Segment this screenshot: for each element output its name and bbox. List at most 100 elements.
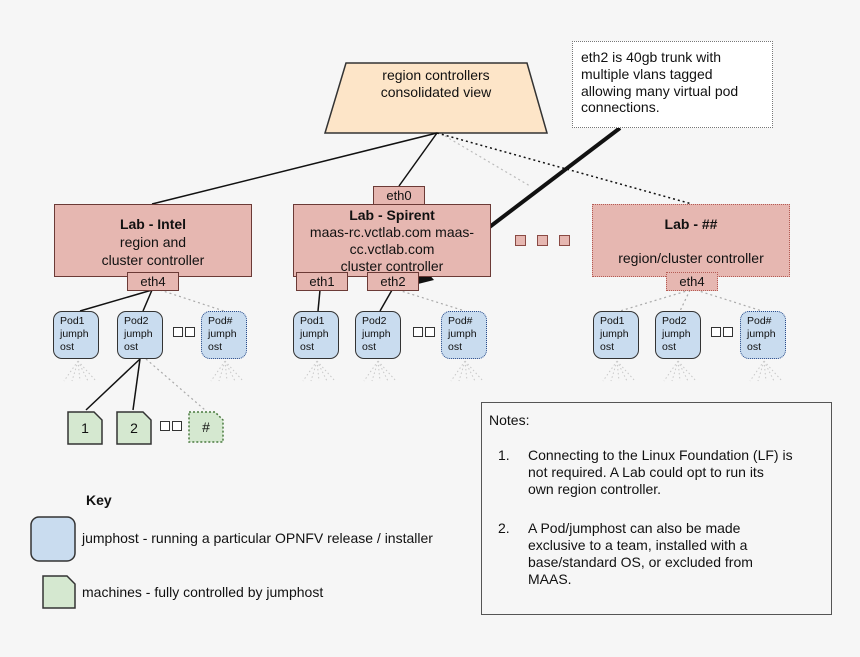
- link-spirent-pod1: [317, 289, 321, 312]
- pod-label-line-1: Pod2: [124, 315, 149, 327]
- ellipsis-square: [172, 421, 182, 431]
- pod-label-line-1: Pod2: [362, 315, 387, 327]
- pod-label-line-3: ost: [600, 341, 615, 353]
- spirent-pod2-jumphost: Pod2 jumph ost: [355, 311, 401, 359]
- lab-spirent-title: Lab - Spirent: [349, 207, 435, 223]
- link-other-pod1: [619, 289, 691, 312]
- intel-eth4-port: eth4: [127, 272, 179, 291]
- key-title: Key: [86, 492, 112, 508]
- other-eth4-port: eth4: [666, 272, 718, 291]
- ellipsis-square-2: [537, 235, 548, 246]
- pod-label-line-2: jumph: [208, 328, 237, 340]
- pod-label-line-1: Pod#: [208, 315, 233, 327]
- lab-spirent-line-3: cluster controller: [340, 258, 444, 274]
- spirent-pod1-jumphost: Pod1 jumph ost: [293, 311, 339, 359]
- callout-line-4: connections.: [581, 99, 660, 116]
- pod-fanouts: [63, 360, 783, 382]
- pod-label-line-2: jumph: [300, 328, 329, 340]
- notes-title: Notes:: [489, 412, 530, 428]
- link-spirent-podn: [397, 289, 466, 312]
- pod-label-line-1: Pod1: [300, 315, 325, 327]
- region-line-1: region controllers: [382, 67, 490, 83]
- pod-label-line-2: jumph: [747, 328, 776, 340]
- notes-box: Notes: 1. Connecting to the Linux Founda…: [481, 402, 832, 615]
- link-pod2-mn: [145, 358, 206, 411]
- ellipsis-square: [711, 327, 721, 337]
- link-region-spirent: [398, 132, 438, 187]
- ellipsis-square-1: [515, 235, 526, 246]
- spirent-podn-jumphost: Pod# jumph ost: [441, 311, 487, 359]
- spirent-eth1-port: eth1: [296, 272, 348, 291]
- pod-label-line-1: Pod#: [448, 315, 473, 327]
- note-1-text: Connecting to the Linux Foundation (LF) …: [528, 447, 828, 498]
- link-pod2-m1: [85, 358, 141, 411]
- note-1-number: 1.: [498, 447, 510, 463]
- spirent-eth0-port: eth0: [373, 186, 425, 205]
- intel-pod2-jumphost: Pod2 jumph ost: [117, 311, 163, 359]
- lab-spirent-line-2: cc.vctlab.com: [349, 241, 435, 257]
- ellipsis-square: [185, 327, 195, 337]
- pod-label-line-3: ost: [300, 341, 315, 353]
- pod-label-line-2: jumph: [662, 328, 691, 340]
- link-spirent-pod2: [379, 289, 393, 312]
- pod-label-line-2: jumph: [362, 328, 391, 340]
- machine-1-label: 1: [81, 420, 89, 436]
- spirent-eth2-port: eth2: [367, 272, 419, 291]
- other-pod1-jumphost: Pod1 jumph ost: [593, 311, 639, 359]
- note-2-line-4: MAAS.: [528, 571, 572, 587]
- pod-label-line-3: ost: [124, 341, 139, 353]
- link-intel-podn: [159, 289, 225, 312]
- pod-label-line-1: Pod1: [60, 315, 85, 327]
- trunk-callout: eth2 is 40gb trunk with multiple vlans t…: [572, 41, 773, 128]
- ellipsis-square: [160, 421, 170, 431]
- intel-pod1-jumphost: Pod1 jumph ost: [53, 311, 99, 359]
- key-machines-label: machines - fully controlled by jumphost: [82, 584, 324, 600]
- lab-other-title: Lab - ##: [664, 216, 718, 232]
- link-region-intel: [151, 132, 438, 205]
- pod-label-line-3: ost: [208, 341, 223, 353]
- region-controller-shape: [323, 62, 548, 134]
- note-1-line-2: not required. A Lab could opt to run its: [528, 464, 764, 480]
- ellipsis-square: [173, 327, 183, 337]
- note-2-line-2: exclusive to a team, installed with a: [528, 537, 748, 553]
- pod-label-line-2: jumph: [600, 328, 629, 340]
- note-2-text: A Pod/jumphost can also be made exclusiv…: [528, 520, 828, 588]
- callout-line-2: multiple vlans tagged: [581, 65, 713, 82]
- lab-intel-line-1: region and: [119, 234, 187, 250]
- note-1-line-3: own region controller.: [528, 481, 662, 497]
- pod-label-line-3: ost: [448, 341, 463, 353]
- callout-line-3: allowing many virtual pod: [581, 82, 739, 99]
- lab-spirent: Lab - Spirent maas-rc.vctlab.com maas- c…: [293, 204, 491, 277]
- callout-line-1: eth2 is 40gb trunk with: [581, 49, 722, 65]
- pod-label-line-3: ost: [60, 341, 75, 353]
- pod-label-line-2: jumph: [124, 328, 153, 340]
- link-other-pod2: [679, 289, 691, 312]
- link-region-other: [436, 132, 693, 205]
- pod-label-line-3: ost: [362, 341, 377, 353]
- lab-other: Lab - ## region/cluster controller: [592, 204, 790, 277]
- machine-2-shape: [116, 411, 152, 445]
- machine-1-shape: [67, 411, 103, 445]
- lab-intel: Lab - Intel region and cluster controlle…: [54, 204, 252, 277]
- link-intel-pod2: [142, 289, 153, 312]
- link-region-faint: [444, 135, 531, 187]
- machine-2-label: 2: [130, 420, 138, 436]
- pod-label-line-2: jumph: [60, 328, 89, 340]
- lab-spirent-line-1: maas-rc.vctlab.com maas-: [309, 224, 475, 240]
- link-pod2-m2: [132, 358, 141, 411]
- ellipsis-square-3: [559, 235, 570, 246]
- machine-n-label: #: [202, 419, 210, 435]
- key-jumphost-shape: [30, 516, 76, 562]
- key-jumphost-label: jumphost - running a particular OPNFV re…: [82, 530, 433, 546]
- ellipsis-square: [723, 327, 733, 337]
- note-1-line-1: Connecting to the Linux Foundation (LF) …: [528, 447, 793, 463]
- other-pod2-jumphost: Pod2 jumph ost: [655, 311, 701, 359]
- ellipsis-square: [413, 327, 423, 337]
- lab-intel-line-2: cluster controller: [101, 252, 205, 268]
- link-intel-pod1: [79, 289, 153, 312]
- ellipsis-square: [425, 327, 435, 337]
- lab-other-line-1: region/cluster controller: [618, 250, 764, 266]
- note-2-line-3: base/standard OS, or excluded from: [528, 554, 753, 570]
- pod-label-line-2: jumph: [448, 328, 477, 340]
- lab-intel-title: Lab - Intel: [119, 216, 187, 232]
